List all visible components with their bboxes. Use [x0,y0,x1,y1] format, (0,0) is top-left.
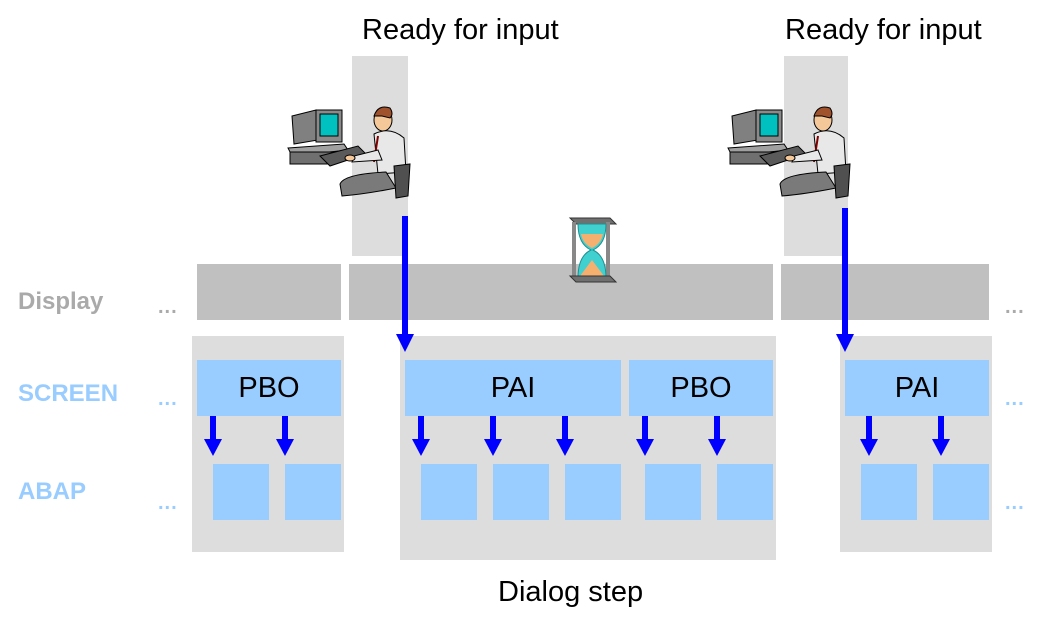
display-bar-segment [781,264,989,320]
screen-ellipsis-left: ... [158,388,178,410]
display-ellipsis-right: ... [1005,296,1025,318]
screen-block-pbo: PBO [629,360,773,416]
user-at-computer-icon [287,106,411,199]
ready-for-input-label-right: Ready for input [785,14,982,46]
module-call-arrow [932,416,950,456]
module-call-arrow [204,416,222,456]
row-label-abap: ABAP [18,478,87,505]
abap-module-box [421,464,477,520]
screen-block-pai: PAI [405,360,621,416]
abap-ellipsis-left: ... [158,492,178,514]
abap-module-box [861,464,917,520]
abap-module-box [717,464,773,520]
dialog-step-label: Dialog step [498,576,644,608]
screen-block-pai: PAI [845,360,989,416]
user-input-arrow [836,208,854,352]
abap-module-box [493,464,549,520]
abap-ellipsis-right: ... [1005,492,1025,514]
module-call-arrow [556,416,574,456]
user-input-arrow [396,216,414,352]
module-call-arrow [276,416,294,456]
row-label-display: Display [18,288,104,315]
abap-module-box [565,464,621,520]
module-call-arrow [708,416,726,456]
module-call-arrow [860,416,878,456]
ready-for-input-label-left: Ready for input [362,14,559,46]
screen-ellipsis-right: ... [1005,388,1025,410]
display-bar-segment [349,264,773,320]
abap-module-box [933,464,989,520]
module-call-arrow [412,416,430,456]
hourglass-icon [568,217,618,283]
abap-module-box [645,464,701,520]
display-bar-segment [197,264,341,320]
row-label-screen: SCREEN [18,380,119,407]
module-call-arrow [484,416,502,456]
module-call-arrow [636,416,654,456]
screen-block-pbo: PBO [197,360,341,416]
user-at-computer-icon [727,106,851,199]
abap-module-box [213,464,269,520]
abap-module-box [285,464,341,520]
display-ellipsis-left: ... [158,296,178,318]
